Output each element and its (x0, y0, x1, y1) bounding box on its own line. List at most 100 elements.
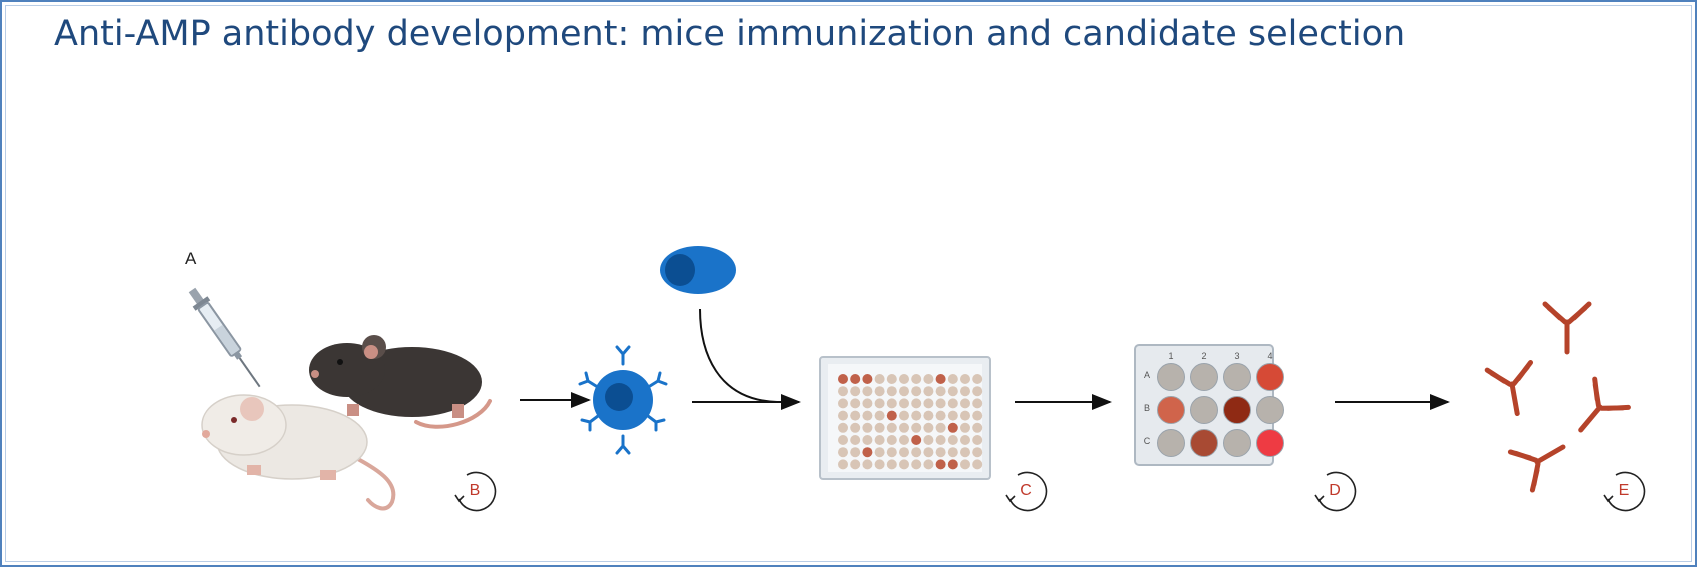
plate-well (935, 422, 946, 433)
plate-well (947, 422, 958, 433)
plate-well (947, 410, 958, 421)
plate-well (862, 398, 873, 409)
plate-well (935, 374, 946, 384)
slide-title: Anti-AMP antibody development: mice immu… (54, 14, 1406, 54)
plate-well (886, 410, 897, 421)
plate-well (911, 374, 922, 384)
plate-well (1190, 429, 1218, 457)
plate-well (838, 459, 848, 470)
antibody-icon (1484, 359, 1534, 417)
b-cell-icon (578, 345, 668, 455)
plate-well (862, 435, 873, 445)
plate-well (911, 459, 922, 470)
plate-well (850, 398, 861, 409)
plate-well (972, 386, 983, 397)
plate-well (886, 386, 897, 397)
plate-well (947, 398, 958, 409)
plate-well (838, 374, 848, 384)
plate-well (935, 435, 946, 445)
plate-well (972, 398, 983, 409)
plate-well (923, 447, 934, 458)
plate-well (1157, 396, 1185, 424)
plate-well (972, 447, 983, 458)
plate-well (960, 374, 970, 384)
plate-well (1190, 363, 1218, 391)
antibody-icon (1578, 376, 1631, 433)
plate-well (838, 435, 848, 445)
plate-well (838, 386, 848, 397)
plate-well (1256, 429, 1284, 457)
plate-well (960, 459, 970, 470)
plate-well (935, 398, 946, 409)
plate-well (911, 435, 922, 445)
plate-well (899, 410, 909, 421)
plate-well (972, 422, 983, 433)
plate-well (850, 386, 861, 397)
plate-well (862, 410, 873, 421)
plate-column-label: 1 (1168, 351, 1173, 361)
plate-well (923, 398, 934, 409)
plate-well (947, 435, 958, 445)
plate-well (899, 435, 909, 445)
plate-well (899, 374, 909, 384)
plate-well (923, 435, 934, 445)
plate-column-label: 4 (1267, 351, 1272, 361)
plate-well (850, 435, 861, 445)
plate-well (911, 386, 922, 397)
cycle-arrow-icon (458, 471, 497, 512)
plate-well (947, 447, 958, 458)
plate-well (1256, 363, 1284, 391)
plate-well (850, 410, 861, 421)
plate-well (886, 374, 897, 384)
plate-well (862, 422, 873, 433)
plate-well (947, 374, 958, 384)
plate-well (874, 447, 885, 458)
plate-well (899, 447, 909, 458)
plate-well (1157, 429, 1185, 457)
plate-row-label: B (1144, 403, 1150, 413)
plate-well (947, 386, 958, 397)
plate-well (838, 422, 848, 433)
mouse-black-icon (309, 335, 492, 429)
plate-well (1223, 429, 1251, 457)
plate-well (960, 435, 970, 445)
plate-well (935, 447, 946, 458)
plate-well (1256, 396, 1284, 424)
plate-well (911, 447, 922, 458)
plate-well (874, 410, 885, 421)
plate-well (850, 422, 861, 433)
plate-well (972, 410, 983, 421)
cycle-arrow-icon (1009, 471, 1048, 512)
plate-well (1223, 396, 1251, 424)
plate-well (923, 410, 934, 421)
plate-well (960, 422, 970, 433)
plate-well (838, 410, 848, 421)
fusion-curve (699, 308, 778, 403)
plate-well (874, 422, 885, 433)
plate-row-label: C (1144, 436, 1151, 446)
plate-well (935, 459, 946, 470)
plate-well (1190, 396, 1218, 424)
plate-well (960, 447, 970, 458)
cycle-arrow-icon (1318, 471, 1357, 512)
plate-well (1223, 363, 1251, 391)
plate-well (874, 374, 885, 384)
antibody-icon (1542, 301, 1592, 355)
plate-well (886, 398, 897, 409)
plate-well (923, 374, 934, 384)
slide-inner-border (5, 5, 1692, 562)
plate-well (862, 459, 873, 470)
plate-well (972, 435, 983, 445)
plate-well (886, 422, 897, 433)
antibody-group (1484, 301, 1631, 493)
plate-well (899, 398, 909, 409)
plate-well (850, 447, 861, 458)
plate-well (862, 374, 873, 384)
plate-well (960, 386, 970, 397)
step-label: E (1619, 482, 1630, 499)
plate-well (923, 459, 934, 470)
panel-a-label: A (185, 249, 197, 268)
